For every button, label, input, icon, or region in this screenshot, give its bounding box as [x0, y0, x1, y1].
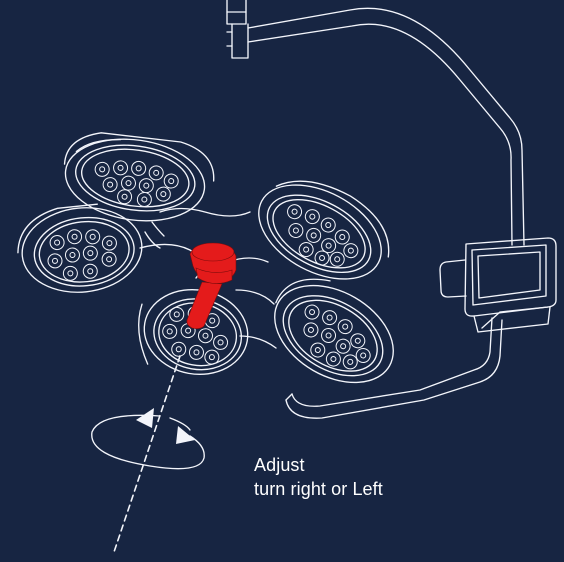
rotation-axis-icon — [114, 356, 180, 552]
caption-line-1: Adjust — [254, 453, 383, 477]
monitor — [440, 238, 556, 332]
yoke-arm — [286, 318, 502, 418]
lamp-head-bottom-right — [256, 263, 412, 403]
ceiling-arm — [227, 0, 524, 245]
rotation-arrow-icon — [92, 408, 204, 469]
adjust-caption: Adjust turn right or Left — [254, 453, 383, 501]
lamp-head-top-left — [58, 126, 218, 230]
lamp-head-left — [14, 200, 146, 298]
sterilizable-handle-icon — [187, 243, 236, 329]
lamp-head-center — [131, 280, 255, 382]
caption-line-2: turn right or Left — [254, 477, 383, 501]
